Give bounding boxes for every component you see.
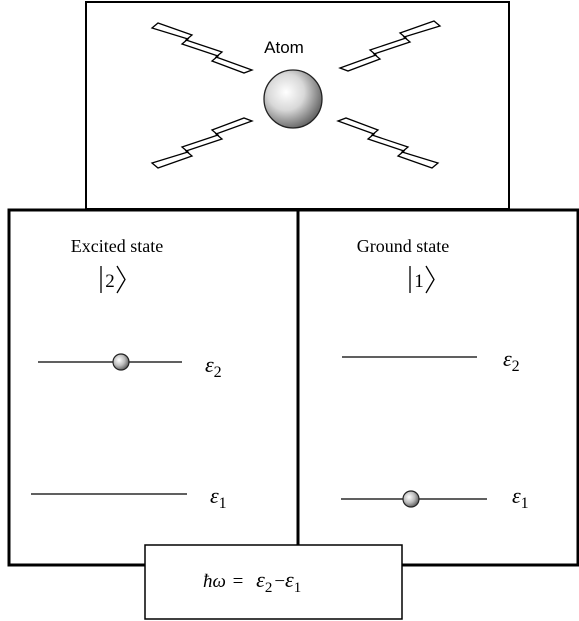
upper-level-label: ε2 [205, 352, 222, 381]
excited-state-panel: Excited state 2 ε2 ε1 [31, 236, 227, 512]
photon-energy: ħω [203, 571, 226, 592]
epsilon-symbol: ε [512, 483, 521, 508]
epsilon-symbol: ε [210, 483, 219, 508]
subscript: 2 [214, 364, 222, 381]
excited-state-title: Excited state [71, 236, 163, 256]
ket-bracket [117, 266, 125, 293]
ground-state-panel: Ground state 1 ε2 ε1 [341, 236, 529, 512]
energy-equation-box: ħω = ε2−ε1 [145, 545, 402, 619]
epsilon-symbol: ε [205, 352, 214, 377]
subscript: 1 [294, 580, 302, 596]
atom-label: Atom [264, 38, 304, 57]
levels-frame [9, 210, 578, 565]
electron [403, 491, 419, 507]
atom-sphere [264, 70, 322, 128]
equals-sign: = [233, 571, 244, 592]
lower-level-label: ε1 [512, 483, 529, 512]
epsilon-symbol: ε [503, 346, 512, 371]
atom-panel: Atom [86, 2, 509, 209]
ket-number: 1 [414, 271, 424, 292]
subscript: 2 [512, 358, 520, 375]
ket-2: 2 [101, 266, 125, 293]
electron [113, 354, 129, 370]
subscript: 1 [219, 495, 227, 512]
epsilon-symbol: ε [285, 567, 294, 592]
upper-level-label: ε2 [503, 346, 520, 375]
ket-number: 2 [105, 271, 115, 292]
epsilon-symbol: ε [256, 567, 265, 592]
ket-bracket [426, 266, 434, 293]
ground-state-title: Ground state [357, 236, 449, 256]
minus-sign: − [274, 571, 285, 592]
subscript: 1 [521, 495, 529, 512]
subscript: 2 [265, 580, 273, 596]
lower-level-label: ε1 [210, 483, 227, 512]
ket-1: 1 [410, 266, 434, 293]
